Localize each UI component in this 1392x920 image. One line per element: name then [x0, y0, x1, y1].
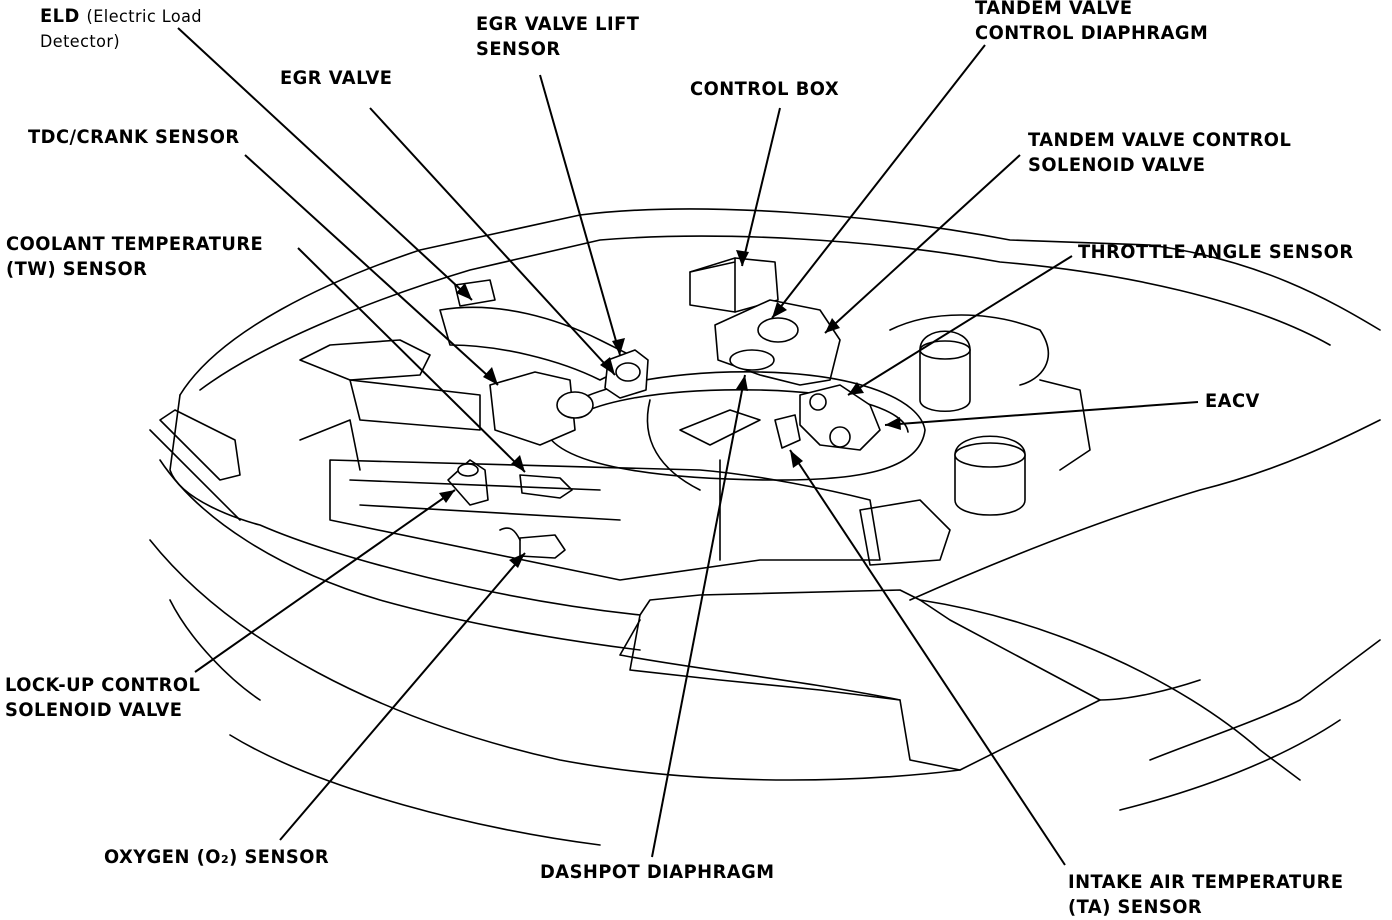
label-tandem-solenoid: TANDEM VALVE CONTROL SOLENOID VALVE: [1028, 128, 1291, 178]
leader-eacv: [884, 401, 1199, 426]
label-coolant-line1: COOLANT TEMPERATURE: [6, 233, 264, 255]
leader-tandem-diaphragm: [771, 44, 986, 319]
arrowhead-oxygen: [509, 553, 525, 568]
leader-egr-lift: [539, 74, 621, 356]
label-tdc-crank: TDC/CRANK SENSOR: [28, 126, 240, 148]
arrowhead-dashpot: [736, 375, 748, 391]
label-tandem-diaphragm-line2: CONTROL DIAPHRAGM: [975, 22, 1209, 44]
leader-tdc-crank: [244, 154, 499, 386]
arrowhead-control-box: [736, 250, 749, 266]
label-intake-air-line2: (TA) SENSOR: [1068, 896, 1203, 918]
arrowhead-eld: [456, 283, 472, 300]
leader-oxygen: [279, 552, 526, 841]
label-dashpot: DASHPOT DIAPHRAGM: [540, 861, 775, 883]
leader-control-box: [741, 107, 781, 267]
label-tandem-diaphragm-line1: TANDEM VALVE: [975, 0, 1133, 19]
label-coolant: COOLANT TEMPERATURE (TW) SENSOR: [6, 232, 263, 282]
label-eld-line2: Detector): [40, 32, 121, 52]
arrowheads: [439, 250, 901, 568]
label-tandem-solenoid-line1: TANDEM VALVE CONTROL: [1028, 129, 1292, 151]
label-lockup-line2: SOLENOID VALVE: [5, 699, 183, 721]
label-eld-abbr: ELD: [40, 5, 80, 27]
label-tandem-solenoid-line2: SOLENOID VALVE: [1028, 154, 1206, 176]
leader-lockup: [194, 489, 456, 673]
label-eacv: EACV: [1205, 390, 1260, 412]
leader-eld: [177, 27, 473, 301]
label-intake-air: INTAKE AIR TEMPERATURE (TA) SENSOR: [1068, 870, 1344, 920]
label-egr-valve: EGR VALVE: [280, 67, 393, 89]
label-intake-air-line1: INTAKE AIR TEMPERATURE: [1068, 871, 1344, 893]
label-coolant-line2: (TW) SENSOR: [6, 258, 148, 280]
label-lockup: LOCK-UP CONTROL SOLENOID VALVE: [5, 673, 200, 723]
arrowhead-throttle-angle: [848, 382, 864, 395]
arrowhead-egr-valve: [600, 357, 615, 375]
leader-dashpot: [651, 374, 746, 858]
leader-egr-valve: [369, 107, 616, 376]
arrowhead-intake-air: [790, 450, 803, 468]
label-egr-lift-line1: EGR VALVE LIFT: [476, 13, 640, 35]
leader-coolant: [297, 247, 526, 473]
label-eld-paren: (Electric Load: [86, 7, 202, 27]
label-throttle-angle: THROTTLE ANGLE SENSOR: [1078, 241, 1354, 263]
engine-components: [299, 257, 1091, 581]
arrowhead-eacv: [885, 417, 901, 430]
arrowhead-tandem-diaphragm: [772, 302, 787, 318]
label-tandem-diaphragm: TANDEM VALVE CONTROL DIAPHRAGM: [975, 0, 1208, 46]
label-oxygen: OXYGEN (O₂) SENSOR: [104, 846, 330, 868]
label-control-box: CONTROL BOX: [690, 78, 840, 100]
arrowhead-tdc-crank: [483, 367, 498, 385]
label-eld: ELD (Electric Load Detector): [40, 4, 202, 55]
arrowhead-tandem-solenoid: [825, 318, 840, 333]
arrowhead-coolant: [511, 455, 525, 472]
arrowhead-egr-lift: [612, 338, 625, 355]
label-lockup-line1: LOCK-UP CONTROL: [5, 674, 201, 696]
leader-throttle-angle: [847, 255, 1073, 396]
arrowhead-lockup: [439, 490, 455, 503]
car-body-outline: [149, 208, 1381, 846]
leader-intake-air: [789, 449, 1066, 866]
leader-tandem-solenoid: [824, 154, 1021, 334]
label-egr-lift: EGR VALVE LIFT SENSOR: [476, 12, 639, 62]
leader-lines: [177, 27, 1199, 866]
label-egr-lift-line2: SENSOR: [476, 38, 561, 60]
